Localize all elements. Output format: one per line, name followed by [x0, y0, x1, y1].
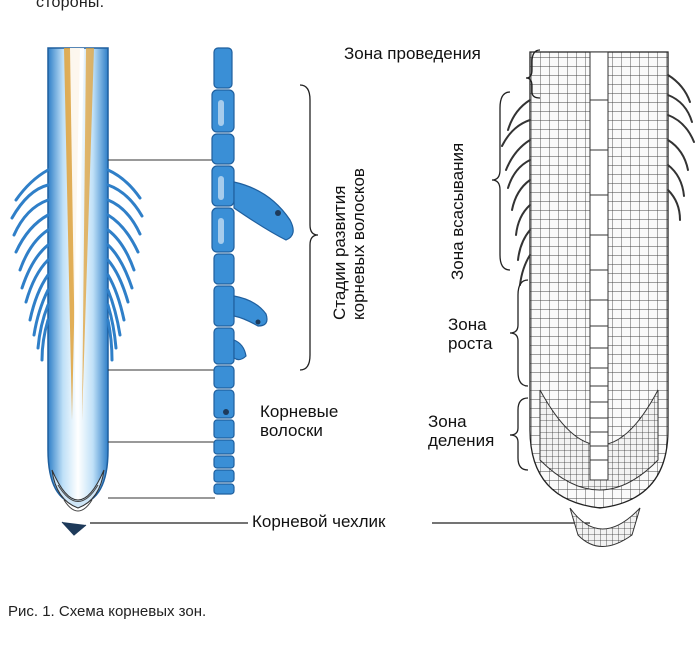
label-root-hairs-line1: Корневые — [260, 402, 338, 421]
label-hair-stages-line1: Стадии развития — [330, 186, 349, 321]
label-root-hairs-line2: волоски — [260, 421, 323, 440]
label-zone-division: Зона деления — [428, 412, 494, 450]
label-zone-division-line2: деления — [428, 431, 494, 450]
label-hair-stages: Стадии развития корневых волосков — [330, 168, 368, 320]
hair-stages-bracket — [300, 85, 318, 370]
label-hair-stages-line2: корневых волосков — [349, 168, 368, 320]
cut-top-text: стороны. — [36, 0, 104, 12]
label-zone-growth-line2: роста — [448, 334, 492, 353]
label-zone-absorption: Зона всасывания — [448, 143, 467, 280]
root-zones-figure: Зона проведения Зона всасывания Зона рос… — [0, 30, 698, 570]
left-root-diagram — [12, 48, 142, 535]
figure-caption: Рис. 1. Схема корневых зон. — [8, 603, 206, 620]
label-root-cap: Корневой чехлик — [252, 512, 385, 531]
label-zone-growth-line1: Зона — [448, 315, 487, 334]
label-zone-growth: Зона роста — [448, 315, 492, 353]
label-root-hairs: Корневые волоски — [260, 402, 338, 440]
label-zone-conduction: Зона проведения — [344, 44, 481, 63]
label-zone-division-line1: Зона — [428, 412, 467, 431]
right-root-cellular — [502, 52, 694, 547]
